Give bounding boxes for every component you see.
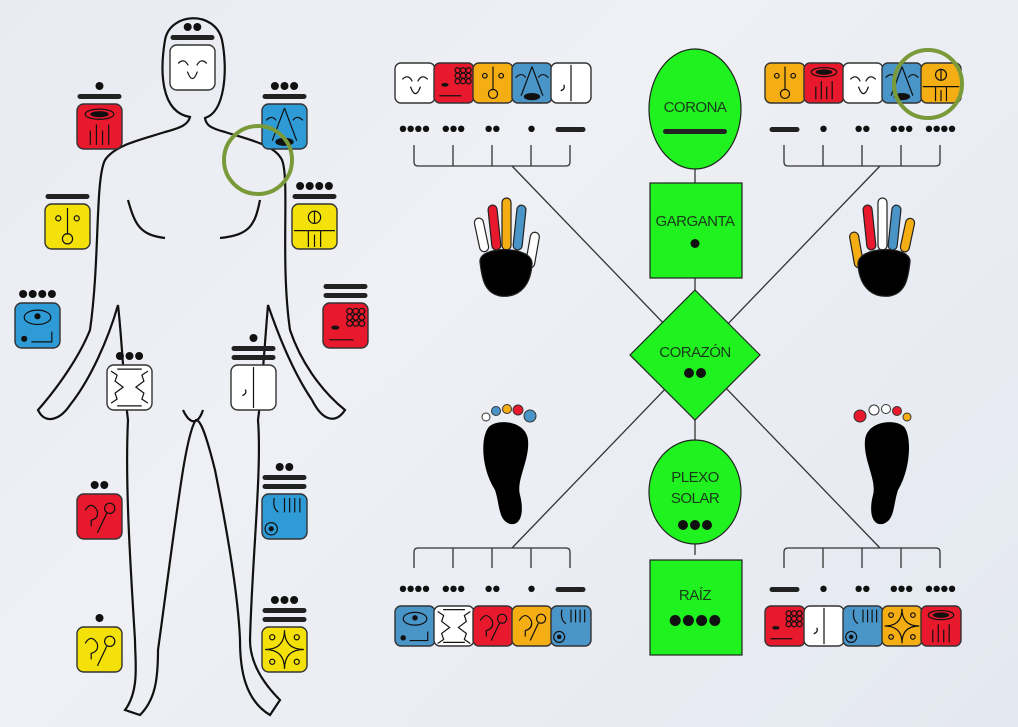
glyph-tile	[803, 62, 845, 104]
highlight-ring	[892, 48, 964, 120]
mayan-numeral-12	[262, 463, 307, 489]
chakra-label: RAÍZ	[679, 587, 712, 604]
glyph-left-foot	[76, 614, 123, 673]
bottom-right-glyph-row	[764, 585, 962, 647]
mayan-numeral-5	[555, 127, 586, 132]
mayan-numeral-1	[528, 585, 535, 592]
glyph-tile	[472, 605, 514, 647]
glyph-tile	[472, 62, 514, 104]
glyph-tile	[433, 605, 475, 647]
mayan-numeral-3	[442, 585, 465, 592]
glyph-head	[169, 23, 216, 91]
glyph-tile	[394, 605, 436, 647]
mayan-numeral-3	[890, 585, 913, 592]
mayan-numeral-1	[820, 585, 827, 592]
chakra-label: GARGANTA	[655, 213, 735, 230]
glyph-tile	[394, 62, 436, 104]
right-foot-icon	[853, 404, 912, 525]
glyph-tile	[881, 605, 923, 647]
mayan-numeral-9	[292, 182, 337, 199]
left-hand-icon	[473, 197, 540, 297]
mayan-numeral-5	[769, 587, 800, 592]
glyph-right-hand	[322, 284, 369, 349]
mayan-numeral-2	[855, 585, 870, 592]
highlight-ring	[222, 124, 294, 196]
mayan-numeral-2	[90, 481, 109, 489]
glyph-left-knee	[76, 481, 123, 540]
mayan-numeral-5	[663, 129, 727, 134]
mayan-numeral-2	[485, 585, 500, 592]
glyph-left-shoulder	[76, 82, 123, 150]
mayan-numeral-7	[170, 23, 215, 40]
chakra-label: CORONA	[664, 99, 727, 116]
mayan-numeral-4	[669, 615, 721, 626]
glyph-left-hand	[14, 290, 61, 349]
mayan-numeral-6	[77, 82, 122, 99]
human-body-outline	[36, 17, 347, 717]
chakra-label: SOLAR	[671, 490, 720, 507]
mayan-numeral-10	[323, 284, 368, 298]
glyph-right-knee	[261, 463, 308, 540]
glyph-tile	[764, 62, 806, 104]
mayan-numeral-1	[528, 125, 535, 132]
chakra-garganta: GARGANTA	[649, 182, 743, 279]
top-right-glyph-row	[764, 62, 962, 132]
mayan-numeral-4	[19, 290, 56, 298]
mayan-numeral-4	[925, 125, 956, 132]
chakra-corazon: CORAZÓN	[629, 289, 761, 421]
mayan-numeral-3	[442, 125, 465, 132]
mayan-numeral-3	[678, 520, 712, 530]
mayan-numeral-2	[485, 125, 500, 132]
mayan-numeral-1	[690, 239, 700, 248]
mayan-numeral-8	[262, 82, 307, 99]
glyph-tile	[511, 605, 553, 647]
mayan-numeral-3	[115, 352, 144, 360]
glyph-right-hip	[230, 334, 277, 411]
glyph-right-foot	[261, 596, 308, 673]
glyph-tile	[550, 605, 592, 647]
mayan-numeral-4	[925, 585, 956, 592]
top-left-glyph-row	[394, 62, 592, 132]
chakra-raiz: RAÍZ	[649, 559, 743, 656]
bottom-left-glyph-row	[394, 585, 592, 647]
glyph-tile	[881, 62, 923, 104]
chakra-label: PLEXO	[671, 469, 719, 486]
mayan-numeral-11	[231, 334, 276, 360]
mayan-numeral-5	[769, 127, 800, 132]
glyph-tile	[920, 62, 962, 104]
brackets	[413, 145, 941, 568]
glyph-tile	[433, 62, 475, 104]
mayan-numeral-1	[820, 125, 827, 132]
mayan-numeral-5	[45, 194, 90, 199]
mayan-numeral-4	[399, 585, 430, 592]
left-foot-icon	[481, 404, 537, 525]
mayan-numeral-2	[684, 368, 706, 378]
mayan-numeral-2	[855, 125, 870, 132]
glyph-tile	[842, 62, 884, 104]
glyph-left-hip	[106, 352, 153, 411]
glyph-tile	[803, 605, 845, 647]
mayan-numeral-1	[95, 614, 104, 622]
glyph-tile	[920, 605, 962, 647]
glyph-tile	[550, 62, 592, 104]
mayan-numeral-13	[262, 596, 307, 622]
mayan-numeral-5	[555, 587, 586, 592]
glyph-tile	[842, 605, 884, 647]
mayan-numeral-4	[399, 125, 430, 132]
chakra-corona: CORONA	[648, 48, 742, 170]
glyph-left-elbow	[44, 194, 91, 250]
right-hand-icon	[849, 197, 916, 297]
glyph-tile	[511, 62, 553, 104]
mayan-numeral-3	[890, 125, 913, 132]
glyph-tile	[764, 605, 806, 647]
glyph-right-elbow	[291, 182, 338, 250]
chakra-label: CORAZÓN	[659, 344, 731, 361]
chakra-plexo-solar: PLEXO SOLAR	[648, 439, 742, 545]
